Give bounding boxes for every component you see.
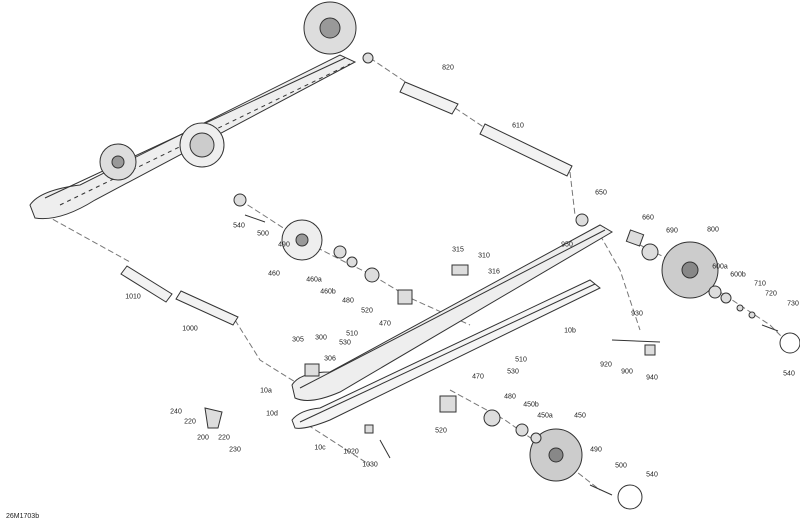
upper-wheels xyxy=(99,1,357,181)
callout-710: 710 xyxy=(754,280,766,288)
callout-480: 480 xyxy=(504,393,516,401)
callout-730: 730 xyxy=(787,300,799,308)
wheels xyxy=(281,219,719,482)
callout-500: 500 xyxy=(615,462,627,470)
callout-240: 240 xyxy=(170,408,182,416)
callout-315: 315 xyxy=(452,246,464,254)
callout-1030: 1030 xyxy=(362,461,378,469)
callout-930: 930 xyxy=(631,310,643,318)
callout-540: 540 xyxy=(783,370,795,378)
callout-510: 510 xyxy=(515,356,527,364)
callout-800: 800 xyxy=(707,226,719,234)
callout-450: 450 xyxy=(574,412,586,420)
callout-460: 460 xyxy=(268,270,280,278)
callout-10b: 10b xyxy=(564,327,576,335)
callout-310: 310 xyxy=(478,252,490,260)
callout-220: 220 xyxy=(184,418,196,426)
callout-660: 660 xyxy=(642,214,654,222)
callout-460a: 460a xyxy=(306,276,322,284)
rods xyxy=(120,81,573,326)
callout-316: 316 xyxy=(488,268,500,276)
callout-720: 720 xyxy=(765,290,777,298)
callout-490: 490 xyxy=(278,241,290,249)
callout-520: 520 xyxy=(435,427,447,435)
small-parts xyxy=(204,52,800,510)
callout-480: 480 xyxy=(342,297,354,305)
callout-530: 530 xyxy=(339,339,351,347)
callout-1020: 1020 xyxy=(343,448,359,456)
callout-900: 900 xyxy=(621,368,633,376)
callout-10c: 10c xyxy=(314,444,326,452)
callout-520: 520 xyxy=(361,307,373,315)
callout-540: 540 xyxy=(233,222,245,230)
callout-540: 540 xyxy=(646,471,658,479)
callout-490: 490 xyxy=(590,446,602,454)
callout-510: 510 xyxy=(346,330,358,338)
callout-450b: 450b xyxy=(523,401,539,409)
callout-220: 220 xyxy=(218,434,230,442)
callout-10d: 10d xyxy=(266,410,278,418)
callout-470: 470 xyxy=(472,373,484,381)
callout-820: 820 xyxy=(442,64,454,72)
callout-450a: 450a xyxy=(537,412,553,420)
callout-920: 920 xyxy=(600,361,612,369)
callout-300: 300 xyxy=(315,334,327,342)
callout-470: 470 xyxy=(379,320,391,328)
callout-305: 305 xyxy=(292,336,304,344)
callout-690: 690 xyxy=(666,227,678,235)
callout-610: 610 xyxy=(512,122,524,130)
callout-600a: 600a xyxy=(712,263,728,271)
lower-slide-rail xyxy=(291,224,613,429)
callout-10a: 10a xyxy=(260,387,272,395)
callout-940: 940 xyxy=(646,374,658,382)
callout-200: 200 xyxy=(197,434,209,442)
callout-500: 500 xyxy=(257,230,269,238)
callout-530: 530 xyxy=(507,368,519,376)
callout-460b: 460b xyxy=(320,288,336,296)
callout-950: 950 xyxy=(561,241,573,249)
callout-1000: 1000 xyxy=(182,325,198,333)
callout-306: 306 xyxy=(324,355,336,363)
callout-230: 230 xyxy=(229,446,241,454)
callout-600b: 600b xyxy=(730,271,746,279)
diagram-code: 26M1703b xyxy=(6,513,40,520)
callout-1010: 1010 xyxy=(125,293,141,301)
callout-650: 650 xyxy=(595,189,607,197)
